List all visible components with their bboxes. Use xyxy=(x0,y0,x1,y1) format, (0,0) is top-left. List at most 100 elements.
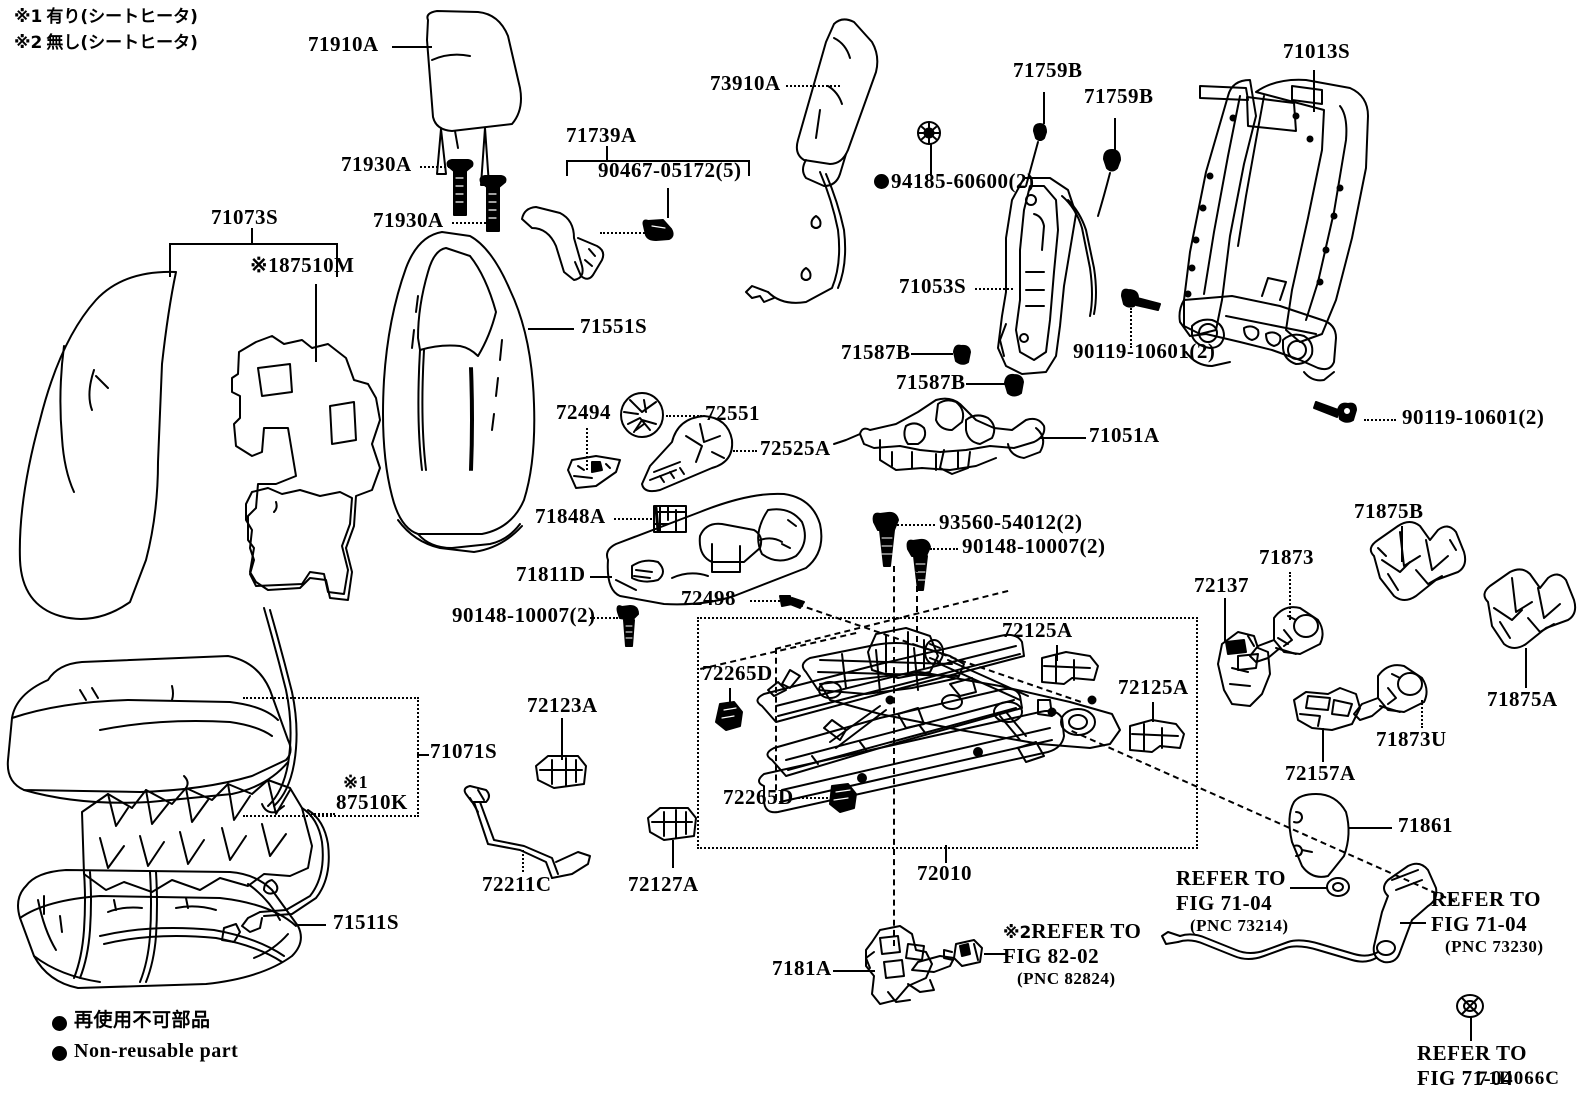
part-rod-72211c xyxy=(465,786,590,878)
label-72157a: 72157A xyxy=(1285,761,1356,785)
label-71930a-lower: 71930A xyxy=(373,208,444,232)
part-cover-71873u xyxy=(1354,665,1427,720)
leader-71739a xyxy=(606,146,608,162)
part-bolt-90119-left xyxy=(1122,290,1160,310)
part-seat-back-frame-71013s xyxy=(1180,80,1369,381)
part-shield-71811d xyxy=(607,494,821,605)
legend-bullet-en xyxy=(52,1046,67,1061)
leader-87510m xyxy=(315,284,317,362)
part-bolt-90148-left xyxy=(618,606,639,646)
part-headrest-71910a xyxy=(427,11,521,185)
label-87510m: ※187510M xyxy=(250,253,355,277)
part-knob-72551 xyxy=(621,393,663,437)
label-72265d-upper: 72265D xyxy=(702,661,773,685)
label-72137: 72137 xyxy=(1194,573,1249,597)
leader-72494 xyxy=(586,428,588,470)
bracket-71073s xyxy=(169,243,338,277)
leader-7181a xyxy=(833,970,875,972)
part-cover-71875a xyxy=(1484,569,1575,648)
leader-90148-left xyxy=(590,617,618,619)
part-switch-7181a xyxy=(866,926,954,1004)
part-headrest-support-71930a-2 xyxy=(481,176,506,231)
label-90148-left: 90148-10007(2) xyxy=(452,603,596,627)
leader-82824 xyxy=(984,953,1006,955)
part-armrest-73910a xyxy=(746,19,877,302)
leader-71587b-2 xyxy=(966,383,1006,385)
leader-71587b-1 xyxy=(911,353,953,355)
label-72125a-lower: 72125A xyxy=(1118,675,1189,699)
label-72551: 72551 xyxy=(705,401,760,425)
label-72265d-lower: 72265D xyxy=(723,785,794,809)
leader-71930a-2 xyxy=(452,222,486,224)
leader-72125a-upper xyxy=(1056,645,1058,661)
leader-73230 xyxy=(1400,922,1426,924)
part-clip-72127a xyxy=(648,808,696,840)
part-recliner-assy-71051a xyxy=(834,399,1044,474)
label-72498: 72498 xyxy=(681,586,736,610)
label-71013s: 71013S xyxy=(1283,39,1351,63)
group-box-72010 xyxy=(697,617,1198,849)
leader-71053s xyxy=(975,288,1013,290)
label-87510k-marker: ※1 xyxy=(343,772,369,792)
leader-71873u xyxy=(1421,700,1423,728)
part-cover-71875b xyxy=(1371,522,1465,600)
assembly-line-vertical-3 xyxy=(775,648,777,800)
part-clip-72125a-upper xyxy=(1042,652,1098,684)
part-adjuster-72010 xyxy=(757,628,1120,812)
bracket-71071s xyxy=(243,697,419,817)
label-90467: 90467-05172(5) xyxy=(598,158,742,182)
part-cover-71873 xyxy=(1250,607,1323,662)
part-clip-71759b-1 xyxy=(1026,124,1046,186)
leader-94185 xyxy=(930,144,932,176)
label-refer-82-02: ※2REFER TO FIG 82-02 (PNC 82824) xyxy=(1003,919,1142,988)
part-lever-72525a xyxy=(642,416,732,491)
label-71587b-1: 71587B xyxy=(841,340,911,364)
label-7181a: 7181A xyxy=(772,956,832,980)
part-clip-72494 xyxy=(568,456,620,488)
part-seat-back-cover-71551s xyxy=(383,232,534,552)
part-spring-71587b-2 xyxy=(1005,375,1023,396)
part-clip-71759b-2 xyxy=(1098,150,1120,216)
leader-87510k xyxy=(311,813,335,815)
part-clip-71848a xyxy=(654,506,686,532)
label-71875b: 71875B xyxy=(1354,499,1424,523)
leader-90467 xyxy=(667,188,669,218)
part-clip-90467 xyxy=(644,220,673,240)
leader-72010 xyxy=(945,845,947,863)
label-73910a: 73910A xyxy=(710,71,781,95)
label-71759b-2: 71759B xyxy=(1084,84,1154,108)
label-72525a: 72525A xyxy=(760,436,831,460)
leader-72137 xyxy=(1224,598,1226,642)
label-refer-73230: REFER TO FIG 71-04 (PNC 73230) xyxy=(1431,887,1544,956)
label-71071s: 71071S xyxy=(430,739,498,763)
figure-id: 71D066C xyxy=(1478,1068,1560,1089)
leader-72265d-lower xyxy=(798,797,828,799)
label-71910a: 71910A xyxy=(308,32,379,56)
label-71551s: 71551S xyxy=(580,314,648,338)
assembly-line-vertical-2 xyxy=(916,566,918,642)
label-90119-right: 90119-10601(2) xyxy=(1402,405,1545,429)
leader-72127a xyxy=(672,840,674,868)
leader-72211c xyxy=(522,850,524,872)
leader-71759b-1 xyxy=(1043,92,1045,124)
leader-93560 xyxy=(897,524,935,526)
part-clip-72265d-upper xyxy=(716,702,742,730)
leader-72265d-upper xyxy=(729,688,731,704)
label-72211c: 72211C xyxy=(482,872,552,896)
part-clip-72265d-lower xyxy=(830,784,856,812)
leader-90119-right xyxy=(1364,419,1396,421)
leader-72157a xyxy=(1322,728,1324,762)
part-seat-back-pad-71073s xyxy=(20,272,176,619)
part-clip-72498 xyxy=(780,596,804,608)
part-clip-72125a-lower xyxy=(1130,720,1184,752)
label-72494: 72494 xyxy=(556,400,611,424)
label-71051a: 71051A xyxy=(1089,423,1160,447)
label-72010: 72010 xyxy=(917,861,972,885)
leader-90119-left xyxy=(1130,308,1132,348)
leader-71861 xyxy=(1348,827,1392,829)
leader-71848a xyxy=(614,518,652,520)
label-90148-right: 90148-10007(2) xyxy=(962,534,1106,558)
label-71073s: 71073S xyxy=(211,205,279,229)
